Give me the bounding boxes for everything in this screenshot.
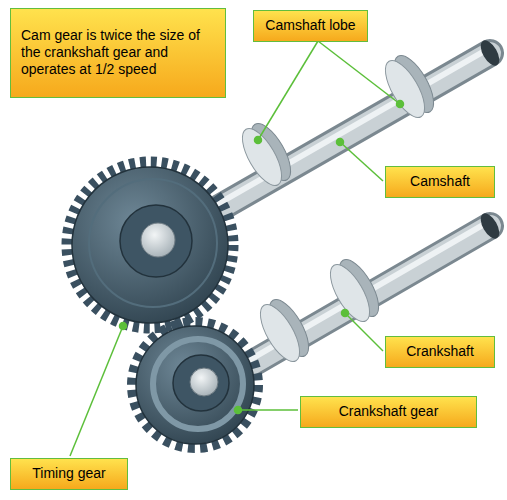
callout-text: Timing gear xyxy=(21,465,117,482)
leader-dot xyxy=(255,137,262,144)
callout-box: Cam gear is twice the size of the cranks… xyxy=(10,8,226,98)
callout-box: Timing gear xyxy=(10,458,128,490)
callout-box: Crankshaft xyxy=(385,336,495,368)
leader-dot xyxy=(235,407,242,414)
callout-text: Crankshaft gear xyxy=(311,403,466,420)
callout-box: Crankshaft gear xyxy=(300,396,477,428)
leader-dot xyxy=(342,310,349,317)
leader-line xyxy=(340,142,383,181)
crankshaft-gear xyxy=(132,322,258,448)
callout-box: Camshaft xyxy=(385,166,495,198)
leader-line xyxy=(345,313,383,351)
leader-lines xyxy=(70,41,404,456)
crankshaft-lobe xyxy=(253,294,317,367)
camshaft xyxy=(190,37,503,225)
camshaft-lobe xyxy=(235,118,299,191)
callout-text: Camshaft xyxy=(396,173,484,190)
leader-line xyxy=(318,41,400,104)
leader-line xyxy=(258,41,318,140)
leader-dot xyxy=(397,101,404,108)
camshaft-lobe xyxy=(378,50,442,123)
crankshaft xyxy=(215,210,503,385)
timing-gear xyxy=(67,162,233,328)
crankshaft-lobe xyxy=(323,254,387,327)
callout-text: Cam gear is twice the size of the cranks… xyxy=(21,27,215,78)
leader-line xyxy=(70,326,123,456)
leader-dot xyxy=(337,139,344,146)
callout-text: Camshaft lobe xyxy=(264,17,357,34)
callout-text: Crankshaft xyxy=(396,343,484,360)
leader-line xyxy=(238,409,298,411)
callout-box: Camshaft lobe xyxy=(253,10,368,42)
leader-dot xyxy=(120,323,127,330)
